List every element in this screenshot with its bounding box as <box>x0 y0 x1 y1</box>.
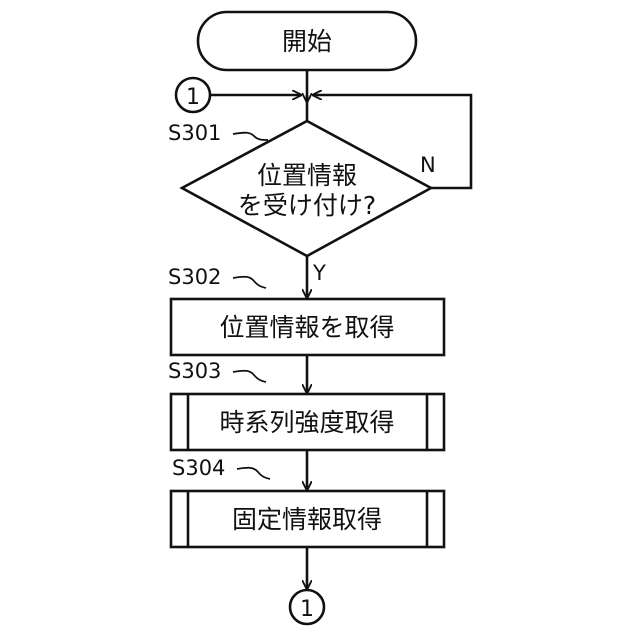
yes-branch-label: Y <box>312 261 326 285</box>
step-label-s301: S301 <box>168 121 221 145</box>
process-text-s302: 位置情報を取得 <box>219 313 394 342</box>
connector-top-label: 1 <box>186 85 200 110</box>
decision-text-line1: 位置情報 <box>257 161 357 190</box>
step-label-s302: S302 <box>168 265 221 289</box>
connector-bottom-label: 1 <box>300 597 314 622</box>
no-branch-label: N <box>420 153 436 177</box>
subroutine-text-s304: 固定情報取得 <box>232 505 382 534</box>
decision-text-line2: を受け付け? <box>238 191 376 220</box>
start-label: 開始 <box>282 27 332 56</box>
subroutine-text-s303: 時系列強度取得 <box>219 408 394 437</box>
step-label-s303: S303 <box>168 359 221 383</box>
leader-s302 <box>233 277 266 288</box>
leader-s301 <box>233 133 268 140</box>
leader-s304 <box>237 468 270 479</box>
step-label-s304: S304 <box>172 456 225 480</box>
leader-s303 <box>233 371 266 382</box>
